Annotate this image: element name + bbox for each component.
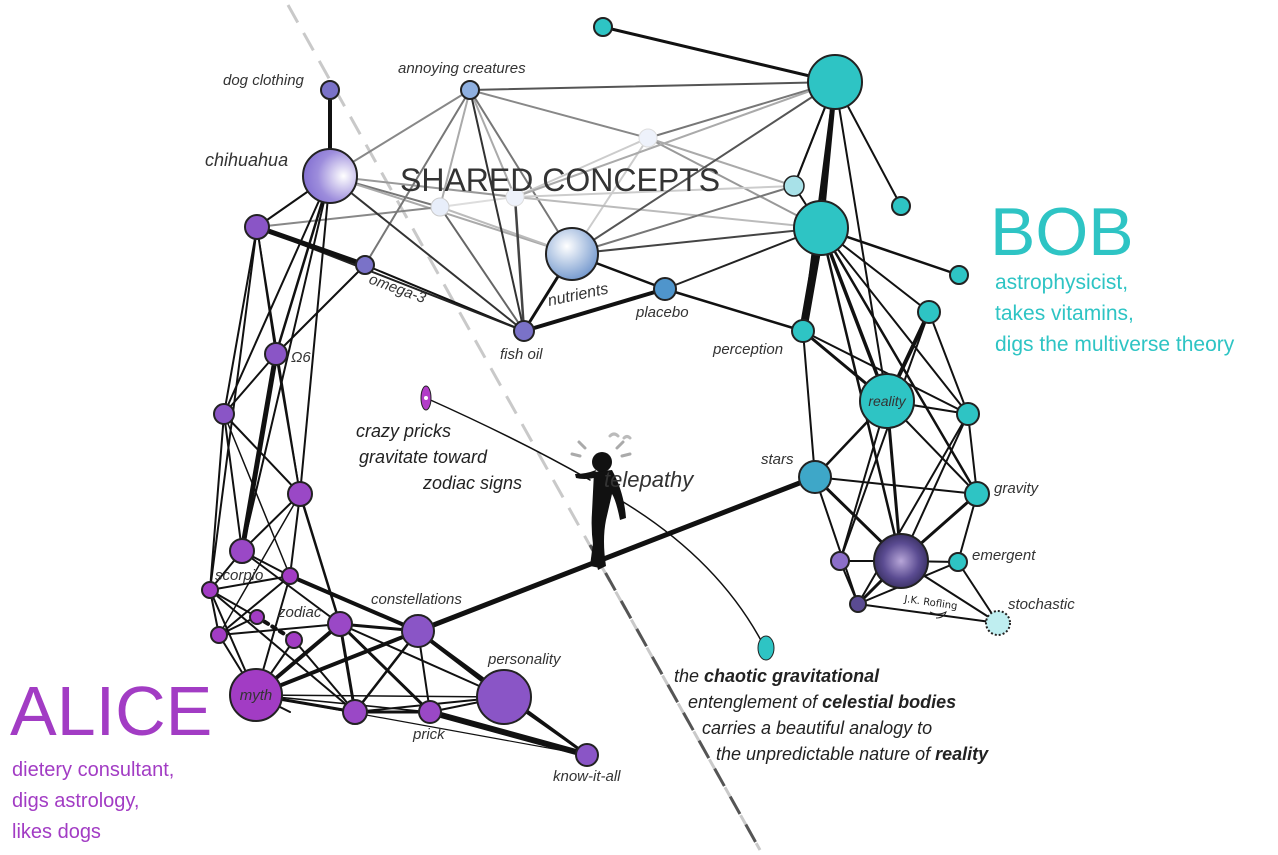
node-bob-small-1 xyxy=(891,196,911,216)
bob-thought-line-1: the chaotic gravitational xyxy=(674,666,880,686)
label-know-it-all: know-it-all xyxy=(553,768,621,785)
node-myth xyxy=(229,668,283,722)
node-bob-hub-2 xyxy=(793,200,849,256)
bob-trait-1: astrophysicist, xyxy=(995,271,1129,294)
node-bob-hub xyxy=(807,54,863,110)
node-alice-7 xyxy=(210,626,228,644)
tightrope-walker-icon xyxy=(570,432,632,570)
label-dog-clothing: dog clothing xyxy=(223,72,305,89)
node-galaxy xyxy=(873,533,929,589)
label-perception: perception xyxy=(712,341,783,358)
alice-thought-line-1: crazy pricks xyxy=(356,421,452,441)
node-bob-purple-2 xyxy=(849,595,867,613)
node-fish-oil xyxy=(513,320,535,342)
node-nutrients xyxy=(545,227,599,281)
node-alice-5 xyxy=(281,567,299,585)
node-scorpio xyxy=(201,581,219,599)
bob-trait-2: takes vitamins, xyxy=(995,302,1134,325)
node-stochastic xyxy=(985,610,1011,636)
node-chihuahua xyxy=(302,148,358,204)
node-bob-purple-1 xyxy=(830,551,850,571)
shared-concepts-title: SHARED CONCEPTS xyxy=(400,162,720,198)
node-zodiac xyxy=(285,631,303,649)
tightrope xyxy=(415,397,818,649)
node-dog-clothing xyxy=(320,80,340,100)
node-alice-1 xyxy=(244,214,270,240)
node-shared-faint-3 xyxy=(638,128,658,148)
node-stars xyxy=(798,460,832,494)
node-alice-3 xyxy=(287,481,313,507)
node-prick xyxy=(418,700,442,724)
label-telepathy: telepathy xyxy=(604,467,695,492)
divider-line xyxy=(286,4,762,851)
alice-traits: dietery consultant, digs astrology, like… xyxy=(12,755,174,848)
node-omega-6 xyxy=(264,342,288,366)
alice-name: ALICE xyxy=(10,672,213,750)
node-bob-faint xyxy=(783,175,805,197)
label-omega-6: Ω6 xyxy=(291,349,311,366)
node-reality xyxy=(859,373,915,429)
bob-thought-line-2: entenglement of celestial bodies xyxy=(688,692,957,712)
shared-nodes xyxy=(430,80,677,342)
bob-nodes xyxy=(593,17,1011,661)
bob-thought: the chaotic gravitational entenglement o… xyxy=(674,663,1094,767)
label-annoying-creatures: annoying creatures xyxy=(398,60,526,77)
bob-traits: astrophysicist, takes vitamins, digs the… xyxy=(995,267,1234,360)
label-scorpio: scorpio xyxy=(215,567,263,584)
node-constellations xyxy=(401,614,435,648)
label-gravity: gravity xyxy=(994,480,1040,497)
alice-trait-1: dietery consultant, xyxy=(12,759,175,781)
label-omega-3: omega-3 xyxy=(367,271,429,307)
node-bob-thought xyxy=(757,635,775,661)
label-prick: prick xyxy=(412,726,446,743)
node-personality xyxy=(476,669,532,725)
label-personality: personality xyxy=(487,651,562,668)
node-alice-2 xyxy=(213,403,235,425)
bob-thought-line-4: the unpredictable nature of reality xyxy=(716,744,989,764)
bob-name: BOB xyxy=(990,194,1134,270)
label-constellations: constellations xyxy=(371,591,462,608)
node-bob-small-4 xyxy=(956,402,980,426)
node-perception xyxy=(791,319,815,343)
node-alice-4 xyxy=(229,538,255,564)
label-reality: reality xyxy=(868,393,906,409)
node-placebo xyxy=(653,277,677,301)
node-alice-6 xyxy=(249,609,265,625)
alice-nodes xyxy=(201,80,599,767)
node-shared-faint-2 xyxy=(505,187,525,207)
node-shared-faint-1 xyxy=(430,197,450,217)
label-zodiac: zodiac xyxy=(277,604,322,621)
label-placebo: placebo xyxy=(635,304,689,321)
node-bob-small-3 xyxy=(917,300,941,324)
svg-text:J.K. Rofling: J.K. Rofling xyxy=(903,594,958,612)
bob-thought-line-3: carries a beautiful analogy to xyxy=(702,718,933,738)
node-alice-8 xyxy=(327,611,353,637)
node-alice-9 xyxy=(342,699,368,725)
node-bob-top xyxy=(593,17,613,37)
alice-trait-2: digs astrology, xyxy=(12,790,140,812)
node-emergent xyxy=(948,552,968,572)
node-know-it-all xyxy=(575,743,599,767)
label-myth: myth xyxy=(240,687,273,704)
alice-thought-line-2: gravitate toward xyxy=(359,447,488,467)
alice-thought-line-3: zodiac signs xyxy=(423,473,523,493)
node-bob-small-2 xyxy=(949,265,969,285)
label-fish-oil: fish oil xyxy=(500,346,543,363)
label-stars: stars xyxy=(761,451,794,468)
label-nutrients: nutrients xyxy=(546,281,610,310)
label-stochastic: stochastic xyxy=(1008,596,1075,613)
bob-trait-3: digs the multiverse theory xyxy=(995,333,1235,356)
alice-thought: crazy pricks gravitate toward zodiac sig… xyxy=(356,418,556,496)
node-omega-3 xyxy=(355,255,375,275)
label-emergent: emergent xyxy=(972,547,1036,564)
alice-trait-3: likes dogs xyxy=(12,821,101,843)
shared-edges xyxy=(256,25,837,333)
node-annoying-creatures xyxy=(460,80,480,100)
label-chihuahua: chihuahua xyxy=(205,150,288,170)
node-gravity xyxy=(964,481,990,507)
